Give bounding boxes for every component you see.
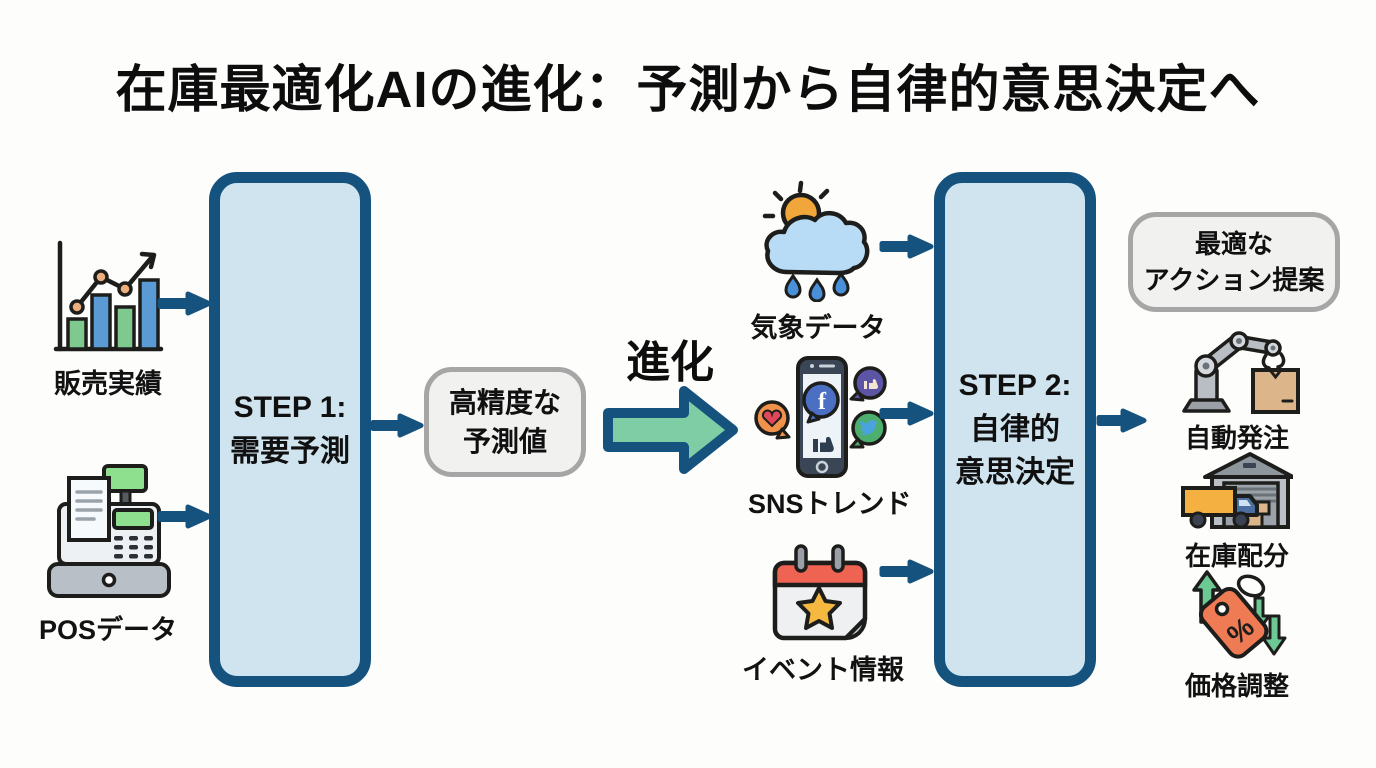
step1-box: STEP 1: 需要予測 [209,172,371,687]
output-auto-order: 自動発注 [1158,328,1316,455]
big-evolution-arrow [603,386,738,474]
sns-icon: f [753,356,887,478]
page-title: 在庫最適化AIの進化：予測から自律的意思決定へ [115,61,1261,118]
input-pos-data: POSデータ [28,452,188,647]
input-label-sales: 販売実績 [54,369,162,399]
flow-arrow-weather-to-step2 [879,234,934,259]
flow-arrow-event-to-step2 [879,559,934,584]
output-label-auto-order: 自動発注 [1184,423,1289,453]
action-proposal-box: 最適な アクション提案 [1128,212,1340,312]
price-tag-icon: % [1192,570,1287,659]
forecast-output-box: 高精度な 予測値 [424,367,586,477]
weather-icon [762,180,870,302]
svg-text:f: f [818,389,827,415]
flow-arrow-pos-to-step1 [157,504,212,529]
input-label-sns: SNSトレンド [748,489,912,519]
input-sns-trend: f SNSトレンド [748,356,912,521]
forecast-line1: 高精度な [448,386,561,418]
input-label-event: イベント情報 [742,655,904,685]
step2-subtitle2: 意思決定 [955,456,1075,490]
output-label-price: 価格調整 [1184,671,1289,701]
step2-box: STEP 2: 自律的 意思決定 [934,172,1096,687]
step2-subtitle1: 自律的 [970,412,1060,446]
proposal-line2: アクション提案 [1143,265,1325,295]
input-event-info: イベント情報 [742,540,904,687]
flow-arrow-step1-to-forecast [370,413,424,438]
flow-arrow-step2-to-outputs [1096,408,1147,433]
output-price-adjustment: % 価格調整 [1158,570,1316,703]
flow-arrow-sns-to-step2 [879,401,934,426]
step2-title: STEP 2: [958,369,1072,403]
robot-arm-icon [1182,331,1300,414]
output-inventory-allocation: 在庫配分 [1158,450,1316,573]
forecast-line2: 予測値 [462,426,547,457]
warehouse-truck-icon [1181,452,1293,529]
evolution-label: 進化 [626,338,714,387]
calendar-icon [772,544,867,641]
input-sales-results: 販売実績 [28,238,188,401]
input-label-weather: 気象データ [750,313,886,343]
step1-subtitle: 需要予測 [230,434,350,468]
flow-arrow-sales-to-step1 [157,291,212,316]
pos-register-icon [47,464,171,598]
input-weather-data: 気象データ [738,180,898,345]
input-label-pos: POSデータ [38,615,178,645]
output-label-inventory: 在庫配分 [1184,541,1289,571]
proposal-line1: 最適な [1194,228,1273,259]
sales-chart-icon [53,240,164,352]
step1-title: STEP 1: [233,391,347,424]
